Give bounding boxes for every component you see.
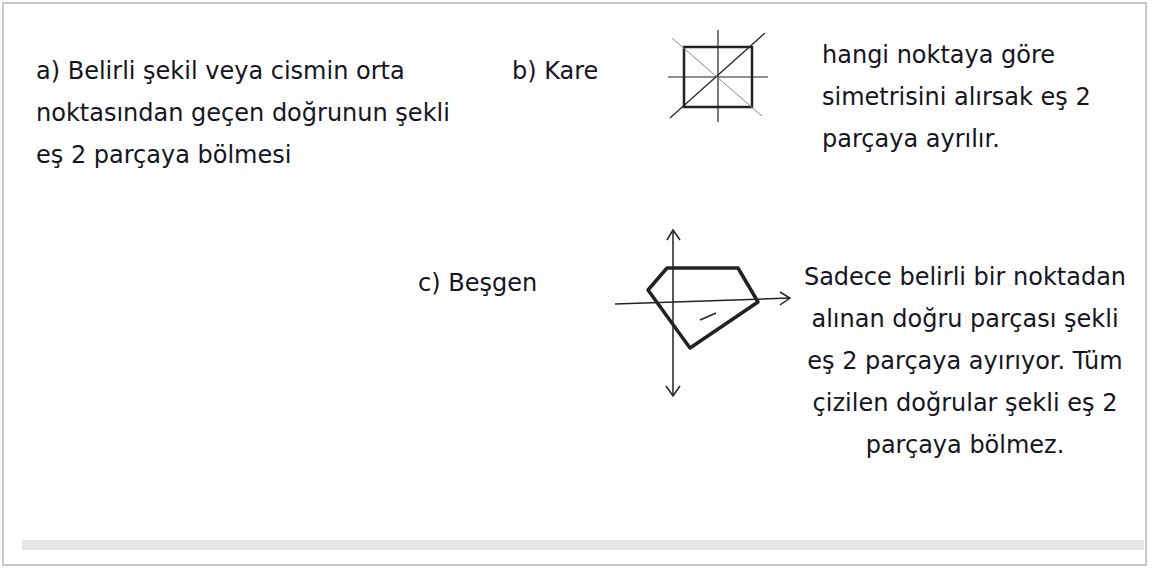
answer-text: hangi noktaya göre simetrisini alırsak e… xyxy=(822,34,1122,160)
arrow-head xyxy=(667,230,680,240)
axis-line xyxy=(615,298,790,304)
answer-text: a) Belirli şekil veya cismin orta noktas… xyxy=(36,50,466,176)
pentagon-shape xyxy=(648,268,758,348)
square-figure xyxy=(668,30,768,122)
inner-mark xyxy=(700,313,716,320)
symmetry-line xyxy=(670,33,765,118)
axis-line xyxy=(672,232,674,395)
answer-text: Sadece belirli bir noktadan alınan doğru… xyxy=(800,256,1130,466)
part-label: c) Beşgen xyxy=(418,262,588,304)
page-frame xyxy=(3,3,1146,565)
symmetry-line xyxy=(672,38,762,116)
pentagon-figure xyxy=(615,230,790,396)
part-label: b) Kare xyxy=(512,50,652,92)
arrow-head xyxy=(666,386,680,396)
bottom-strip xyxy=(22,540,1144,550)
arrow-head xyxy=(780,292,790,305)
